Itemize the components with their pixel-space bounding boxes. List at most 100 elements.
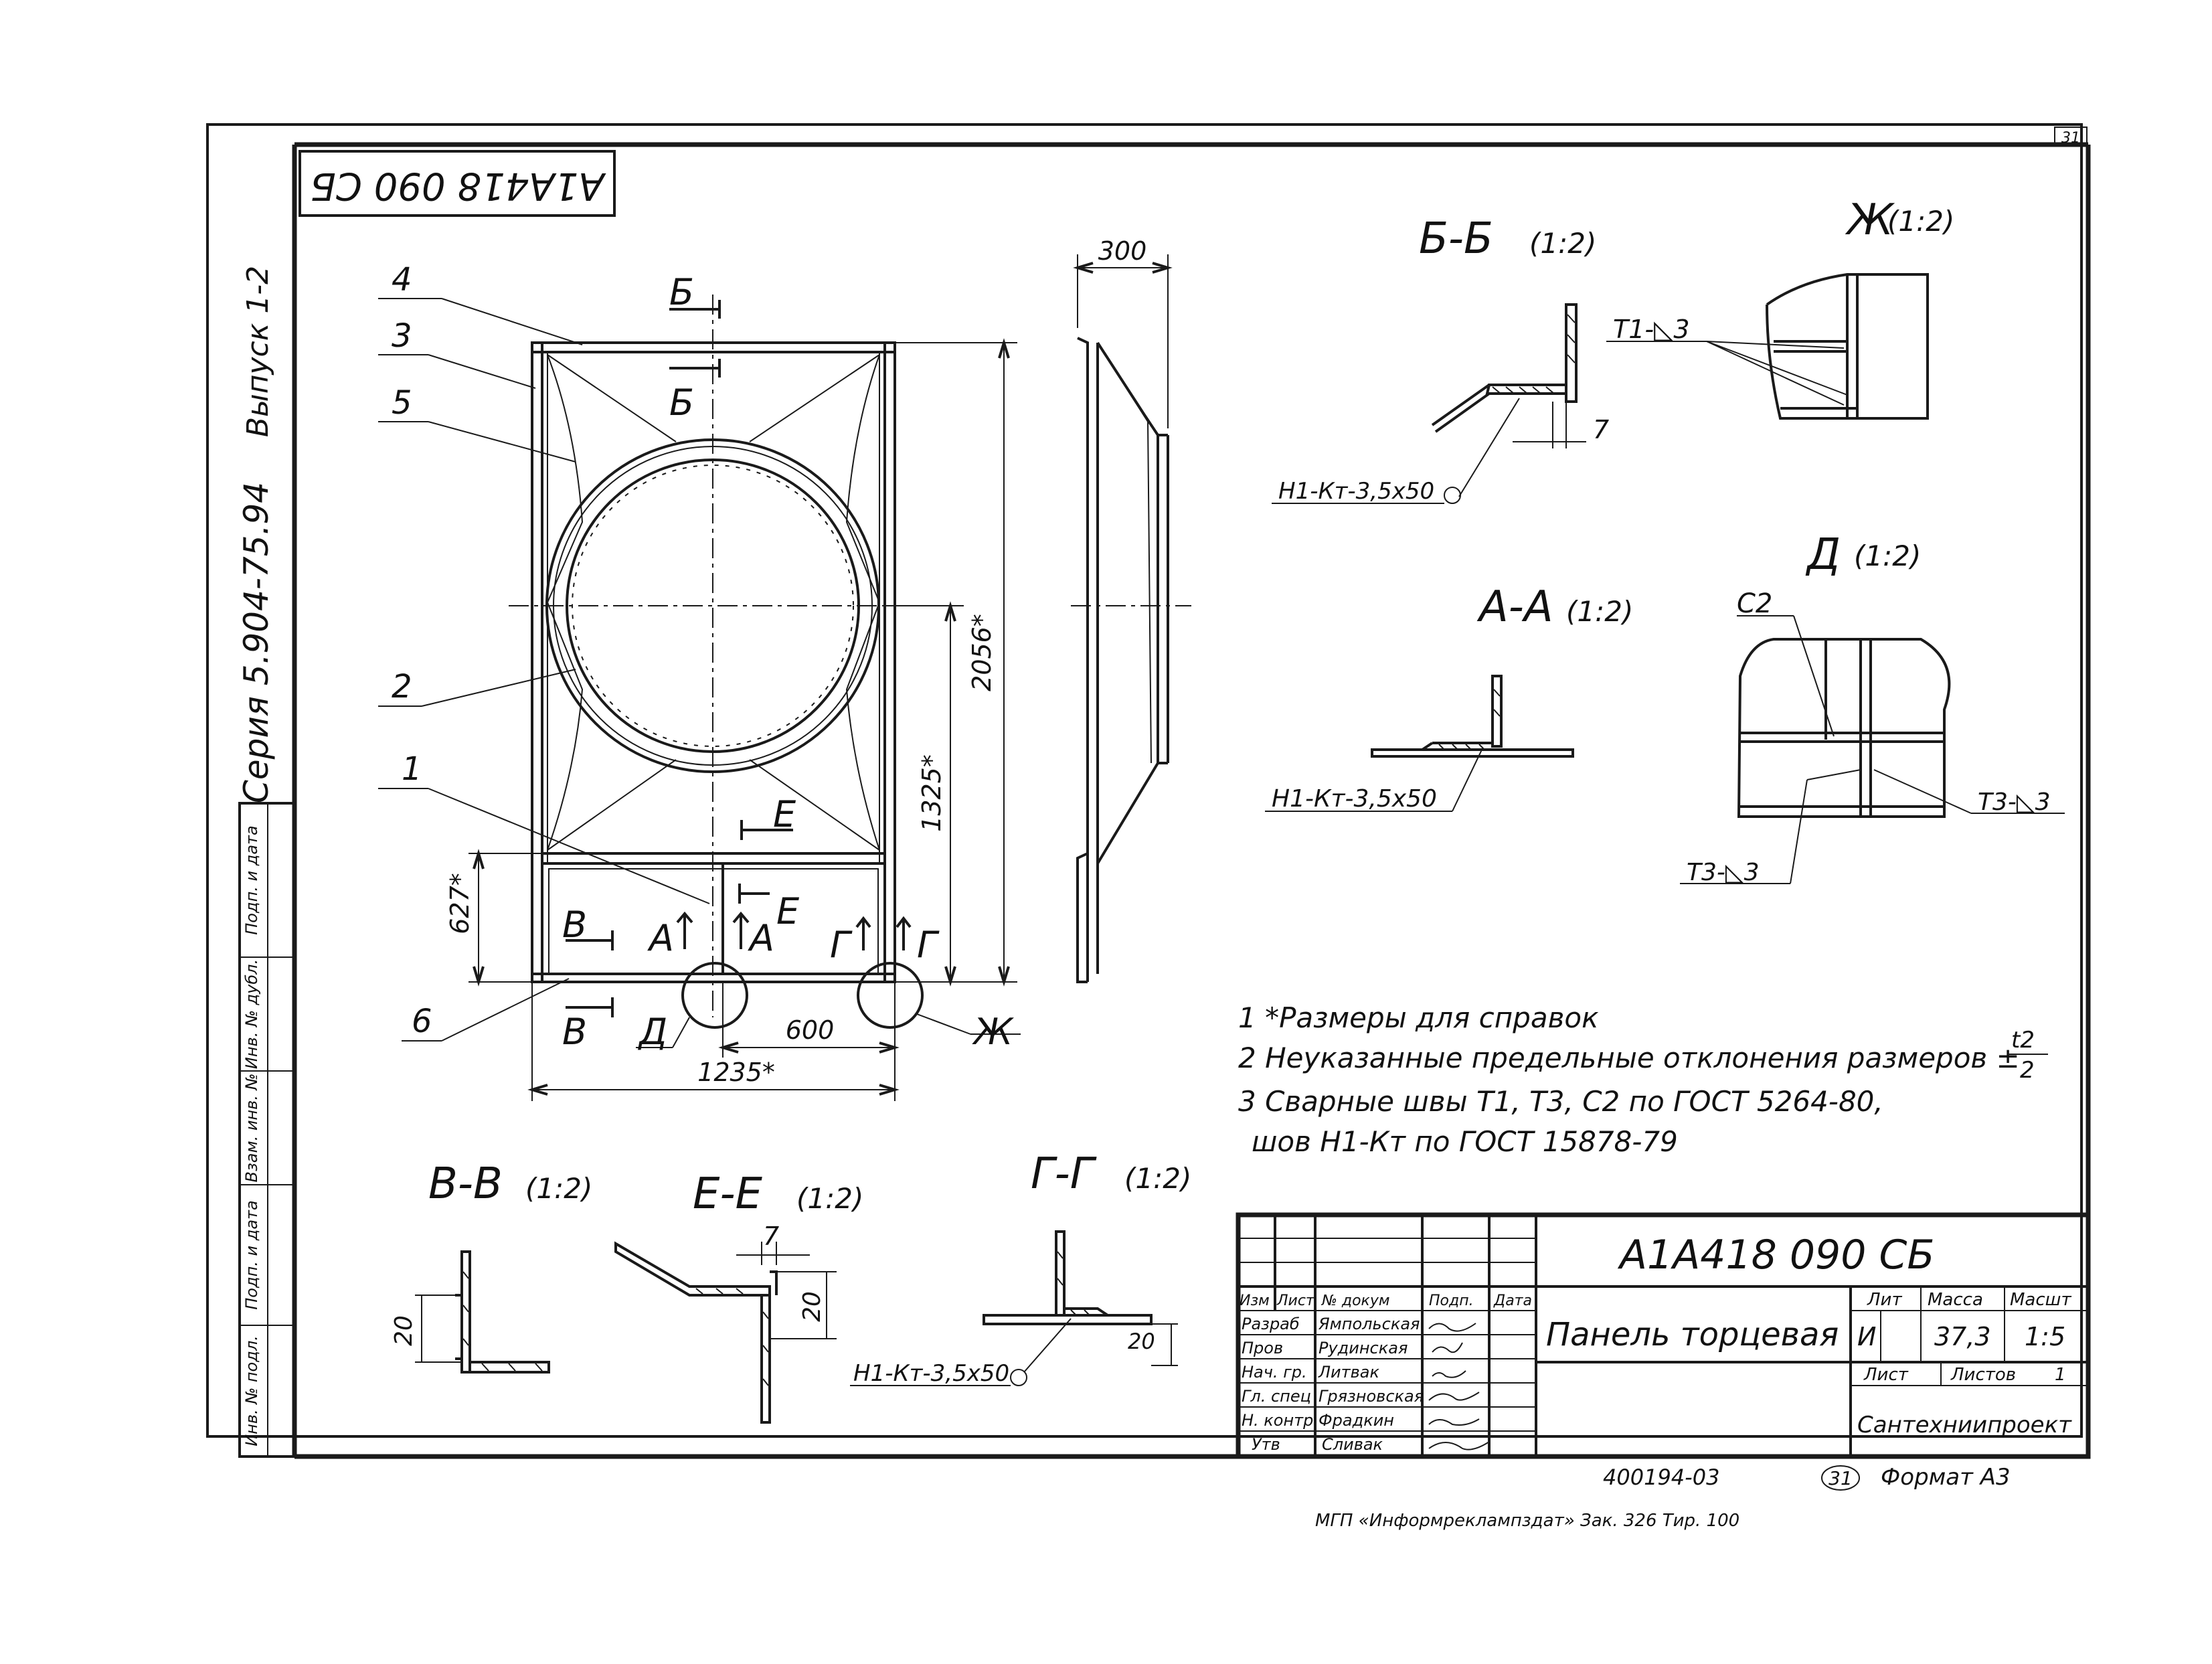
- sheet-label: Лист: [1863, 1365, 1909, 1385]
- mark-b-mid: Б: [669, 382, 694, 424]
- rotated-stamp-text: A1A418 090 СБ: [310, 164, 606, 207]
- signature-4: [1428, 1392, 1480, 1401]
- callout-5: 5: [392, 384, 412, 422]
- name-5: Фрадкин: [1318, 1411, 1394, 1430]
- section-vv-scale: (1:2): [525, 1172, 592, 1205]
- mark-b-top: Б: [669, 271, 694, 313]
- bottom-code: 400194-03: [1603, 1465, 1719, 1490]
- callouts: 4 3 5 2 1 6: [378, 261, 710, 1042]
- section-bb-title: Б-Б: [1419, 214, 1493, 264]
- node-d-scale: (1:2): [1854, 539, 1921, 572]
- name-1: Ямпольская: [1318, 1315, 1420, 1333]
- mark-a-right: А: [748, 917, 774, 959]
- section-vv: В-В (1:2) 20: [390, 1159, 592, 1374]
- mark-v-top: В: [562, 904, 587, 946]
- node-zh-mark: Ж: [972, 1011, 1015, 1053]
- col-sign: Подп.: [1429, 1293, 1474, 1309]
- issue-text: Выпуск 1-2: [241, 266, 275, 437]
- designation: A1A418 090 СБ: [1617, 1232, 1935, 1278]
- product-name: Панель торцевая: [1546, 1316, 1839, 1353]
- section-bb: Б-Б (1:2) 7 Н1-Кт-3,5х50: [1272, 214, 1609, 505]
- node-zh-scale: (1:2): [1887, 205, 1954, 238]
- sheets-label: Листов: [1950, 1365, 2016, 1385]
- callout-2: 2: [392, 668, 412, 705]
- node-d-weld-right: Т3-◺3: [1978, 788, 2050, 816]
- mark-g-left: Г: [830, 924, 853, 966]
- dim-width-total: 1235*: [697, 1058, 775, 1087]
- mark-a-left: А: [647, 917, 674, 959]
- node-zh-weld: Т1-◺3: [1613, 315, 1690, 344]
- callout-1: 1: [402, 750, 422, 788]
- col-izm: Изм: [1240, 1293, 1270, 1309]
- margin-label-4: Подп. и дата: [242, 1200, 261, 1310]
- signature-1: [1428, 1323, 1476, 1332]
- role-5: Н. контр: [1242, 1411, 1313, 1430]
- mass-value: 37,3: [1934, 1322, 1991, 1351]
- side-view: 300: [1071, 236, 1191, 983]
- main-view: 4 3 5 2 1 6 Б Б Е Е: [378, 261, 1021, 1101]
- mark-v-bottom: В: [562, 1011, 587, 1053]
- section-ee-dim-w: 7: [763, 1222, 779, 1251]
- section-aa-scale: (1:2): [1566, 595, 1633, 628]
- section-bb-dim: 7: [1593, 415, 1609, 444]
- margin-label-5: Инв. № подл.: [242, 1335, 261, 1446]
- dim-height-lower: 627*: [445, 873, 475, 934]
- note-4: шов Н1-Кт по ГОСТ 15878-79: [1252, 1125, 1678, 1158]
- organization: Сантехниипроект: [1857, 1412, 2072, 1438]
- bottom-strip: 400194-03 31 Формат А3 МГП «Информреклам…: [1315, 1464, 2011, 1531]
- section-aa-weld: Н1-Кт-3,5х50: [1272, 785, 1437, 813]
- node-d-weld-bottom: Т3-◺3: [1687, 859, 1759, 886]
- signature-3: [1432, 1370, 1466, 1378]
- margin-label-1: Подп. и дата: [242, 825, 261, 935]
- tolerance-num: t2: [2011, 1027, 2035, 1054]
- mark-e-top: Е: [773, 793, 796, 835]
- format-label: Формат А3: [1881, 1464, 2011, 1491]
- callout-6: 6: [412, 1003, 432, 1040]
- tolerance-den: 2: [2020, 1057, 2035, 1084]
- col-doc: № докум: [1321, 1293, 1389, 1309]
- scale-value: 1:5: [2025, 1322, 2065, 1351]
- mark-g-right: Г: [917, 924, 940, 966]
- node-d: Д (1:2) С2 Т3-◺3 Т3-◺3: [1680, 530, 2065, 886]
- section-gg-title: Г-Г: [1031, 1149, 1097, 1199]
- sheets-value: 1: [2055, 1365, 2066, 1385]
- lit-value: И: [1857, 1322, 1876, 1351]
- section-bb-scale: (1:2): [1529, 227, 1596, 260]
- callout-3: 3: [392, 317, 412, 355]
- dim-width-inner: 600: [786, 1015, 835, 1045]
- section-ee-dim-h: 20: [798, 1291, 826, 1322]
- role-2: Пров: [1242, 1339, 1283, 1357]
- margin-label-3: Взам. инв. №: [242, 1074, 261, 1183]
- section-gg-scale: (1:2): [1124, 1162, 1191, 1195]
- signature-6: [1428, 1441, 1490, 1450]
- section-vv-dim: 20: [390, 1315, 418, 1346]
- role-6: Утв: [1252, 1435, 1280, 1454]
- section-vv-title: В-В: [428, 1159, 503, 1209]
- left-margin-column: Подп. и дата Инв. № дубл. Взам. инв. № П…: [238, 802, 296, 1458]
- section-gg: Г-Г (1:2) 20 Н1-Кт-3,5х50: [850, 1149, 1191, 1387]
- note-2: 2 Неуказанные предельные отклонения разм…: [1238, 1042, 2020, 1074]
- section-bb-weld: Н1-Кт-3,5х50: [1278, 478, 1434, 505]
- rotated-stamp: A1A418 090 СБ: [299, 150, 616, 217]
- node-d-title: Д: [1805, 530, 1841, 580]
- notes: 1 *Размеры для справок 2 Неуказанные пре…: [1238, 1001, 2048, 1158]
- name-6: Сливак: [1322, 1435, 1383, 1454]
- signature-2: [1432, 1342, 1463, 1353]
- margin-label-2: Инв. № дубл.: [242, 959, 261, 1069]
- note-1: 1 *Размеры для справок: [1238, 1001, 1599, 1034]
- dim-depth: 300: [1098, 236, 1147, 266]
- section-gg-dim: 20: [1128, 1329, 1155, 1354]
- section-ee-scale: (1:2): [796, 1182, 863, 1215]
- name-3: Литвак: [1318, 1363, 1379, 1382]
- section-markers: Б Б Е Е А А В В Г Г Д: [562, 271, 1021, 1053]
- scale-label: Масшт: [2010, 1290, 2071, 1310]
- node-zh: Ж (1:2) Т1-◺3: [1606, 195, 1954, 420]
- col-list: Лист: [1276, 1293, 1315, 1309]
- page-mark: 31: [2061, 130, 2080, 147]
- lit-label: Лит: [1867, 1290, 1902, 1310]
- node-d-mark: Д: [638, 1011, 667, 1053]
- role-1: Разраб: [1242, 1315, 1300, 1333]
- callout-4: 4: [392, 261, 412, 299]
- node-zh-title: Ж: [1845, 195, 1895, 245]
